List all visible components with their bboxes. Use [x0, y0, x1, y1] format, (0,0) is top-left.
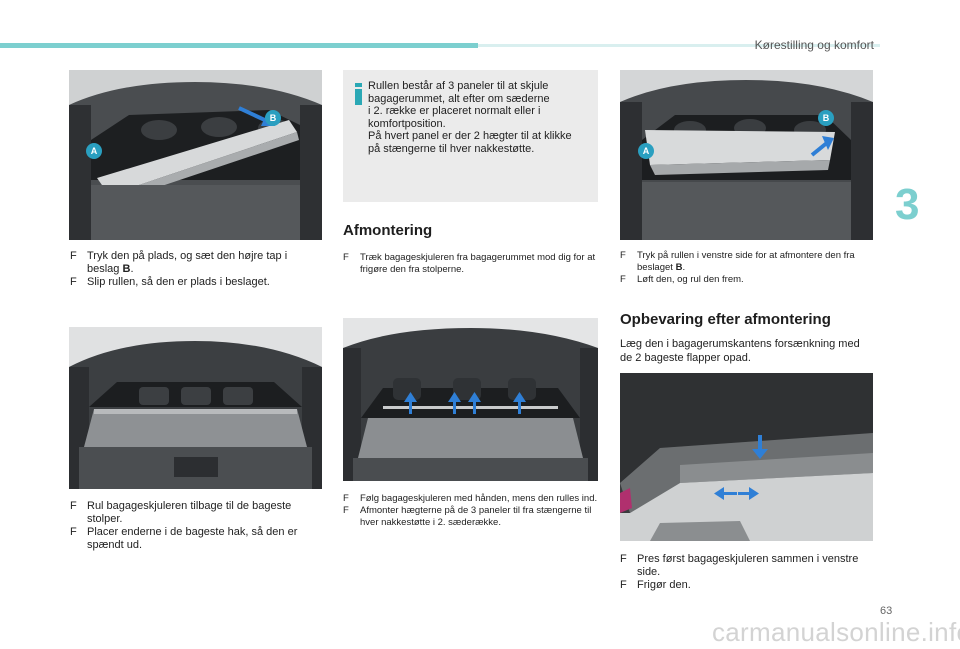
list-item: F Tryk på rullen i venstre side for at a…	[620, 250, 855, 273]
bullet-mark: F	[70, 276, 77, 288]
list-item: F Tryk den på plads, og sæt den højre ta…	[70, 250, 288, 275]
bullet-mark: F	[343, 505, 349, 516]
bullet-list-rollback: F Rul bagageskjuleren tilbage til de bag…	[70, 500, 322, 552]
header-accent-bar-light	[478, 44, 880, 47]
photo-release-cover: A B	[620, 70, 873, 240]
photo-cover-extended	[69, 327, 322, 489]
label-b-badge: B	[265, 110, 281, 126]
bullet-mark: F	[70, 250, 77, 262]
header-accent-bar	[0, 43, 478, 48]
bullet-list-install: F Tryk den på plads, og sæt den højre ta…	[70, 250, 322, 289]
photo-storage-recess	[620, 373, 873, 541]
bullet-mark: F	[70, 526, 77, 538]
bullet-list-roll-in: F Følg bagageskjuleren med hånden, mens …	[343, 493, 598, 529]
bullet-list-remove: F Træk bagageskjuleren fra bagagerummet …	[343, 252, 598, 276]
bullet-list-release: F Tryk på rullen i venstre side for at a…	[620, 250, 873, 286]
info-text: Rullen består af 3 paneler til at skjule…	[368, 80, 572, 155]
bullet-mark: F	[343, 493, 349, 504]
label-b-badge: B	[818, 110, 834, 126]
list-item: F Løft den, og rul den frem.	[620, 274, 744, 285]
info-icon	[354, 83, 363, 105]
page-number: 63	[880, 605, 893, 617]
list-item: F Afmonter hægterne på de 3 paneler til …	[343, 505, 592, 528]
watermark: carmanualsonline.info	[712, 617, 960, 647]
info-box: Rullen består af 3 paneler til at skjule…	[343, 70, 598, 202]
photo-detach-hooks	[343, 318, 598, 481]
section-title: Kørestilling og komfort	[754, 38, 874, 52]
list-item: F Rul bagageskjuleren tilbage til de bag…	[70, 500, 292, 525]
list-item: F Frigør den.	[620, 579, 691, 591]
storage-paragraph: Læg den i bagagerumskantens forsænkning …	[620, 338, 860, 364]
photo-install-cover: A B	[69, 70, 322, 240]
bullet-list-free: F Pres først bagageskjuleren sammen i ve…	[620, 553, 873, 592]
list-item: F Slip rullen, så den er plads i beslage…	[70, 276, 270, 288]
bullet-mark: F	[620, 274, 626, 285]
bullet-mark: F	[343, 252, 349, 263]
bullet-mark: F	[620, 579, 627, 591]
chapter-number: 3	[895, 180, 920, 229]
label-a-badge: A	[86, 143, 102, 159]
heading-afmontering: Afmontering	[343, 222, 433, 239]
label-a-badge: A	[638, 143, 654, 159]
list-item: F Pres først bagageskjuleren sammen i ve…	[620, 553, 859, 578]
list-item: F Træk bagageskjuleren fra bagagerummet …	[343, 252, 596, 275]
list-item: F Følg bagageskjuleren med hånden, mens …	[343, 493, 598, 504]
bullet-mark: F	[70, 500, 77, 512]
bullet-mark: F	[620, 553, 627, 565]
heading-storage: Opbevaring efter afmontering	[620, 311, 831, 328]
list-item: F Placer enderne i de bageste hak, så de…	[70, 526, 298, 551]
bullet-mark: F	[620, 250, 626, 261]
